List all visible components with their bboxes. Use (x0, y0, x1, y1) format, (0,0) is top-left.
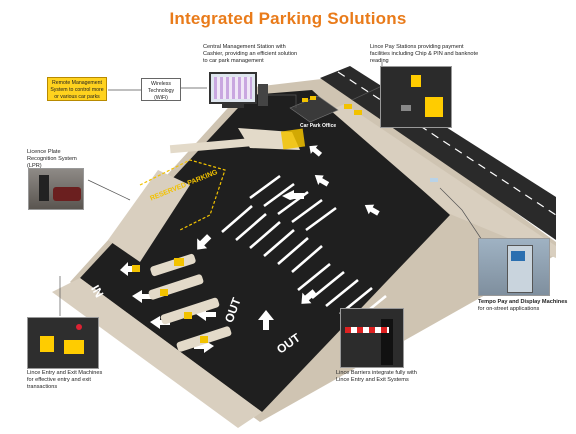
arrow-icon (309, 145, 323, 157)
wireless-text: Wireless Technology (WiFi) (147, 81, 175, 101)
page-title: Integrated Parking Solutions (169, 9, 407, 28)
lpr-photo (28, 168, 84, 210)
caption-lpr: Licence Plate Recognition System (LPR) (27, 149, 77, 170)
sidewalk-right (330, 104, 556, 258)
tempo-title: Tempo Pay and Display Machines (478, 299, 568, 305)
car-park-office: Car Park Office (289, 95, 339, 129)
lane-islands (132, 253, 232, 352)
barrier-post (381, 319, 393, 365)
pay-station-photo (380, 66, 452, 128)
tempo-photo (478, 238, 550, 296)
caption-pay-stations: Lince Pay Stations providing payment fac… (370, 44, 479, 65)
wireless-box: Wireless Technology (WiFi) (141, 78, 181, 101)
remote-management-box: Remote Management System to control more… (47, 77, 107, 101)
island-bar (169, 134, 291, 154)
entry-exit-photo (27, 317, 99, 369)
remote-management-text: Remote Management System to control more… (50, 80, 104, 100)
reserved-outline (139, 159, 226, 231)
computer-monitor (209, 72, 257, 104)
arrow-icon (258, 310, 274, 330)
caption-barriers: Lince Barriers integrate fully with Linc… (336, 370, 417, 384)
entry-exit-button (76, 324, 82, 330)
entry-exit-screen (64, 340, 84, 354)
arrow-icon (150, 316, 170, 329)
caption-central-station: Central Management Station with Cashier,… (203, 44, 298, 65)
barrier-photo (340, 308, 404, 368)
arrow-icon (132, 290, 152, 303)
asphalt-area (80, 90, 450, 412)
road-lane-line (337, 71, 557, 216)
entry-exit-panel (40, 336, 54, 352)
arrow-icon (364, 204, 380, 216)
barrier-arm (345, 327, 389, 333)
lpr-camera-marker (430, 178, 438, 182)
yellow-hatch (280, 128, 306, 150)
monitor-screen-chart (214, 77, 252, 99)
tempo-subtitle: for on-street applications (478, 306, 540, 313)
arrow-icon (282, 190, 304, 200)
pay-station-slot (401, 105, 411, 111)
cashier-unit (258, 84, 268, 106)
parking-bays-upper (221, 205, 323, 273)
monitor-stand (222, 104, 244, 108)
road-strip (320, 66, 556, 240)
lpr-camera-unit (39, 175, 49, 201)
sidewalk-left (52, 278, 262, 428)
pay-station-markers (344, 104, 362, 115)
pavement-island-left (108, 170, 190, 262)
arrow-icon (301, 289, 317, 304)
pay-station-screen (411, 75, 421, 87)
pay-station-panel (425, 97, 443, 117)
arrow-icon (120, 262, 138, 276)
caption-entry-exit: Lince Entry and Exit Machines for effect… (27, 370, 103, 391)
arrow-icon (194, 340, 214, 353)
caption-tempo: Tempo Pay and Display Machines for on-st… (478, 299, 570, 313)
parking-bays-mid (249, 174, 337, 232)
arrow-icon (314, 175, 330, 187)
office-label: Car Park Office (300, 123, 336, 129)
lpr-car (53, 187, 81, 201)
arrow-icon (197, 234, 212, 250)
tempo-screen (511, 251, 525, 261)
